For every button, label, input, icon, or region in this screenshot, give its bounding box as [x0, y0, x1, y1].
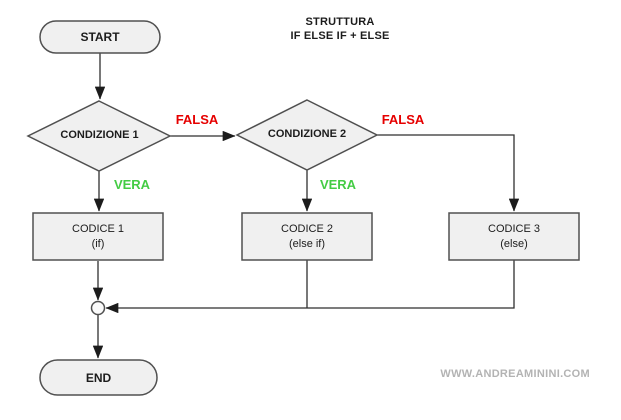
code3-label: CODICE 3 [488, 222, 540, 235]
code2-label: CODICE 2 [281, 222, 333, 235]
code1-node [32, 212, 164, 261]
merge-connector-node [90, 300, 106, 316]
site-watermark: WWW.ANDREAMININI.COM [440, 368, 590, 380]
code1-sublabel: (if) [91, 237, 105, 250]
start-label: START [80, 30, 120, 44]
condition2-false-label: FALSA [381, 112, 425, 127]
edge-code3-to-merge [105, 260, 515, 314]
code2-label-group: CODICE 2 (else if) [242, 213, 372, 260]
code2-node [241, 212, 373, 261]
code1-label: CODICE 1 [72, 222, 124, 235]
code3-sublabel: (else) [500, 237, 528, 250]
diagram-title-line1: STRUTTURA [305, 16, 375, 28]
condition2-true-label: VERA [319, 177, 357, 192]
condition2-label: CONDIZIONE 2 [267, 128, 347, 140]
end-label: END [85, 370, 112, 385]
condition2-node [235, 99, 379, 171]
condition1-false-label: FALSA [175, 112, 219, 127]
start-node [39, 20, 161, 54]
condition1-node [26, 100, 172, 172]
condition1-true-label: VERA [113, 177, 151, 192]
end-node [39, 359, 158, 396]
code3-node [448, 212, 580, 261]
condition1-label: CONDIZIONE 1 [60, 129, 139, 141]
diagram-title-line2: IF ELSE IF + ELSE [290, 30, 390, 42]
edge-condition2-false-to-code3 [377, 134, 520, 212]
code3-label-group: CODICE 3 (else) [449, 213, 579, 260]
code2-sublabel: (else if) [288, 237, 326, 250]
code1-label-group: CODICE 1 (if) [33, 213, 163, 260]
